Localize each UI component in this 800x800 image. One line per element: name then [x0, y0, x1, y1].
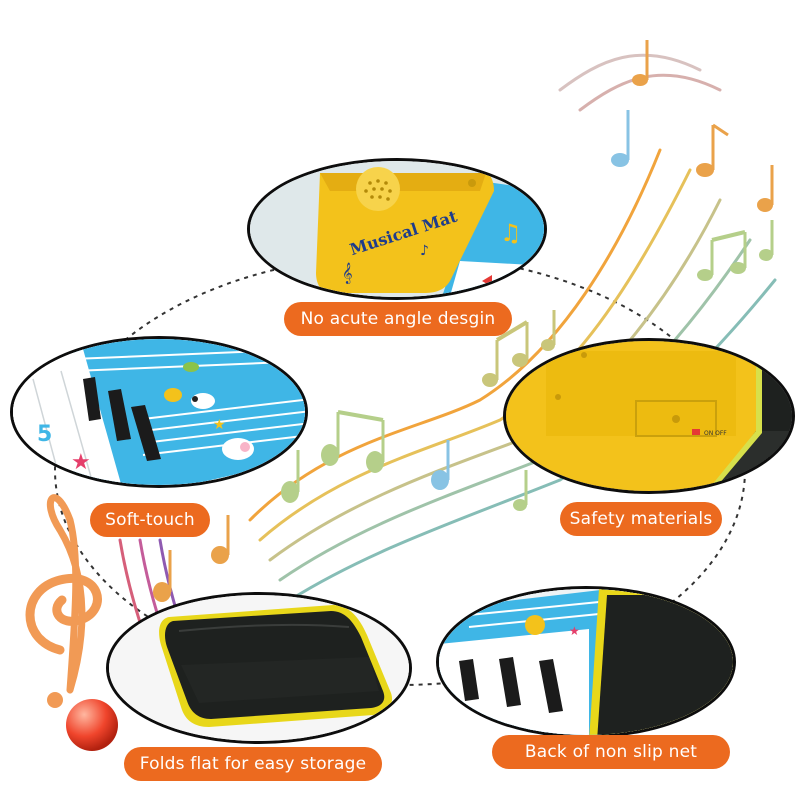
music-note-icon: [541, 310, 556, 351]
music-notes: [153, 40, 774, 602]
mat-backing-illustration: ★: [439, 589, 733, 735]
bubble-right-safety: ON OFF: [503, 338, 795, 494]
label-non-slip-net: Back of non slip net: [492, 735, 730, 769]
safety-material-illustration: ON OFF: [506, 341, 792, 491]
svg-text:5: 5: [37, 422, 52, 447]
music-note-icon: [337, 410, 385, 473]
label-no-acute-angle: No acute angle desgin: [284, 302, 512, 336]
treble-clef-icon: [25, 494, 102, 708]
label-soft-touch: Soft-touch: [90, 503, 210, 537]
svg-text:𝄞: 𝄞: [342, 263, 353, 284]
folded-mat-illustration: [109, 595, 409, 741]
bubble-bottom-left-folded: [106, 592, 412, 744]
music-note-icon: [632, 40, 649, 86]
red-ball-icon: [66, 699, 118, 751]
music-note-icon: [697, 230, 747, 281]
music-note-icon: [431, 440, 450, 490]
speaker-box-illustration: Musical Mat 𝄞 ♪ ♫: [250, 161, 544, 297]
music-note-icon: [482, 320, 529, 387]
svg-text:ON OFF: ON OFF: [704, 430, 727, 437]
music-note-icon: [321, 412, 340, 466]
music-note-icon: [153, 550, 172, 602]
staff-line-7: [578, 73, 722, 112]
bubble-bottom-right-backing: ★: [436, 586, 736, 738]
piano-mat-illustration: 5 ★ ★: [13, 339, 305, 485]
bubble-left-piano-mat: 5 ★ ★: [10, 336, 308, 488]
bubble-top-speaker: Musical Mat 𝄞 ♪ ♫: [247, 158, 547, 300]
label-folds-flat: Folds flat for easy storage: [124, 747, 382, 781]
music-note-icon: [696, 123, 729, 177]
svg-text:♫: ♫: [500, 219, 522, 247]
music-note-icon: [281, 450, 300, 503]
svg-text:♪: ♪: [420, 243, 429, 259]
staff-line-2: [258, 168, 692, 542]
music-note-icon: [513, 470, 528, 511]
label-safety-materials: Safety materials: [560, 502, 722, 536]
music-note-icon: [759, 220, 774, 261]
svg-text:★: ★: [213, 417, 226, 433]
music-note-icon: [757, 165, 774, 212]
music-note-icon: [611, 110, 630, 167]
staff-line-6: [558, 53, 702, 92]
music-note-icon: [211, 515, 230, 564]
svg-text:★: ★: [569, 624, 580, 638]
svg-text:★: ★: [71, 450, 91, 475]
